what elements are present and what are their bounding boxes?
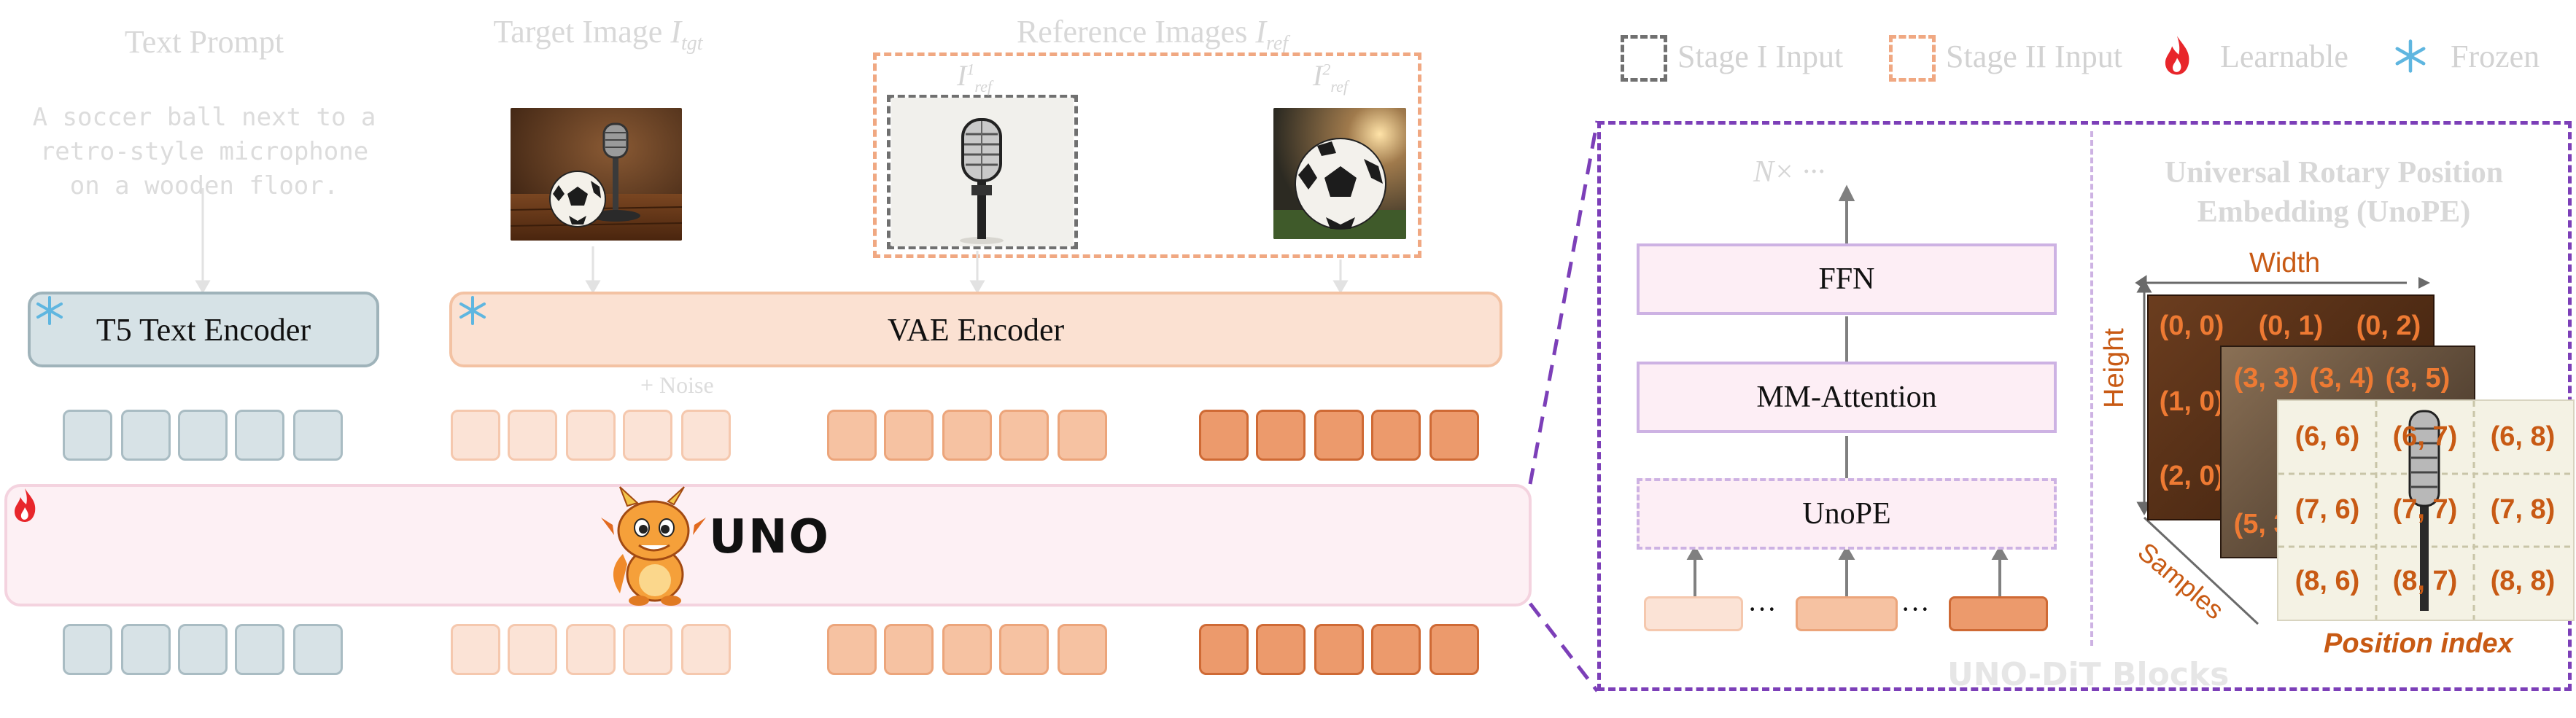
- vae-encoder-label: VAE Encoder: [887, 311, 1065, 348]
- legend-flame-icon: [2165, 36, 2189, 75]
- t5-text-encoder-label: T5 Text Encoder: [96, 311, 311, 348]
- vae-encoder: VAE Encoder: [449, 292, 1502, 367]
- noise-label: + Noise: [640, 372, 714, 398]
- width-axis-arrowhead: [2418, 277, 2430, 289]
- legend-frozen-label: Frozen: [2451, 39, 2540, 74]
- unope-title-line-2: Embedding (UnoPE): [2197, 195, 2471, 229]
- soccer-ball-image-illustration: [1273, 108, 1406, 239]
- height-label: Height: [2099, 328, 2130, 408]
- reference-images-symbol: Iref: [1255, 14, 1289, 55]
- target-image-header: Target Image Itgt: [467, 13, 729, 55]
- legend-stage-1-label: Stage I Input: [1677, 39, 1844, 74]
- panel-token-mid: [1796, 596, 1898, 631]
- repeat-label: N× ···: [1753, 155, 1826, 189]
- position-index-label: Position index: [2324, 628, 2513, 659]
- prompt-text: A soccer ball next to a retro-style micr…: [15, 101, 394, 203]
- unope-block: UnoPE: [1637, 478, 2057, 550]
- prompt-line-1: A soccer ball next to a: [32, 103, 376, 132]
- mm-attention-block-label: MM-Attention: [1756, 381, 1937, 414]
- uno-dit-blocks-label: UNO-DiT Blocks: [1947, 656, 2230, 693]
- panel-token-dark: [1949, 596, 2048, 631]
- reference-images-header: Reference Images Iref: [977, 13, 1327, 55]
- reference-image-1: [891, 98, 1074, 246]
- block-arrows: [1686, 184, 2009, 596]
- legend-snowflake-icon: [2395, 39, 2426, 73]
- panel-ellipsis-1: ···: [1747, 593, 1777, 625]
- snowflake-icon: [36, 296, 63, 325]
- target-image: [511, 108, 682, 241]
- target-image-illustration: [511, 108, 682, 241]
- legend-stage-1-swatch: [1621, 35, 1667, 82]
- width-label: Width: [2249, 248, 2321, 278]
- target-image-title: Target Image: [493, 14, 671, 50]
- panel-ellipsis-2: ···: [1901, 593, 1930, 625]
- stage-2-input-box: [873, 52, 1421, 258]
- target-image-symbol: Itgt: [670, 14, 703, 55]
- legend-stage-2-label: Stage II Input: [1946, 39, 2122, 74]
- position-grid-layer-3: (6, 6) (6, 7) (6, 8) (7, 6) (7, 7) (7, 8…: [2277, 399, 2575, 621]
- snowflake-icon: [459, 296, 486, 325]
- legend-learnable-label: Learnable: [2220, 39, 2348, 74]
- reference-images-title: Reference Images: [1016, 14, 1256, 50]
- input-arrows: [195, 188, 1349, 294]
- stage-1-input-box: [887, 95, 1078, 249]
- uno-model-bar: [4, 484, 1532, 606]
- unope-title-line-1: Universal Rotary Position: [2164, 156, 2504, 190]
- panel-divider: [2090, 131, 2093, 646]
- grid-microphone-illustration: [2408, 410, 2440, 611]
- unope-axes: [2135, 275, 2407, 625]
- uno-model-label: UNO: [709, 510, 830, 564]
- flame-icon: [15, 488, 36, 522]
- text-prompt-header: Text Prompt: [124, 24, 284, 60]
- dragon-mascot-icon: [601, 486, 706, 606]
- t5-text-encoder: T5 Text Encoder: [28, 292, 379, 367]
- panel-token-light: [1644, 596, 1743, 631]
- ref-2-label: I2ref: [1313, 59, 1348, 95]
- legend-stage-2-swatch: [1889, 35, 1936, 82]
- unope-block-label: UnoPE: [1802, 497, 1891, 531]
- reference-image-2: [1273, 108, 1406, 239]
- prompt-line-3: on a wooden floor.: [69, 171, 339, 200]
- unope-title: Universal Rotary Position Embedding (Uno…: [2115, 153, 2553, 232]
- ref-1-label: I1ref: [957, 59, 992, 95]
- ffn-block-label: FFN: [1818, 262, 1875, 296]
- mm-attention-block: MM-Attention: [1637, 362, 2057, 433]
- prompt-line-2: retro-style microphone: [39, 137, 369, 166]
- ffn-block: FFN: [1637, 243, 2057, 315]
- microphone-image-illustration: [891, 98, 1074, 246]
